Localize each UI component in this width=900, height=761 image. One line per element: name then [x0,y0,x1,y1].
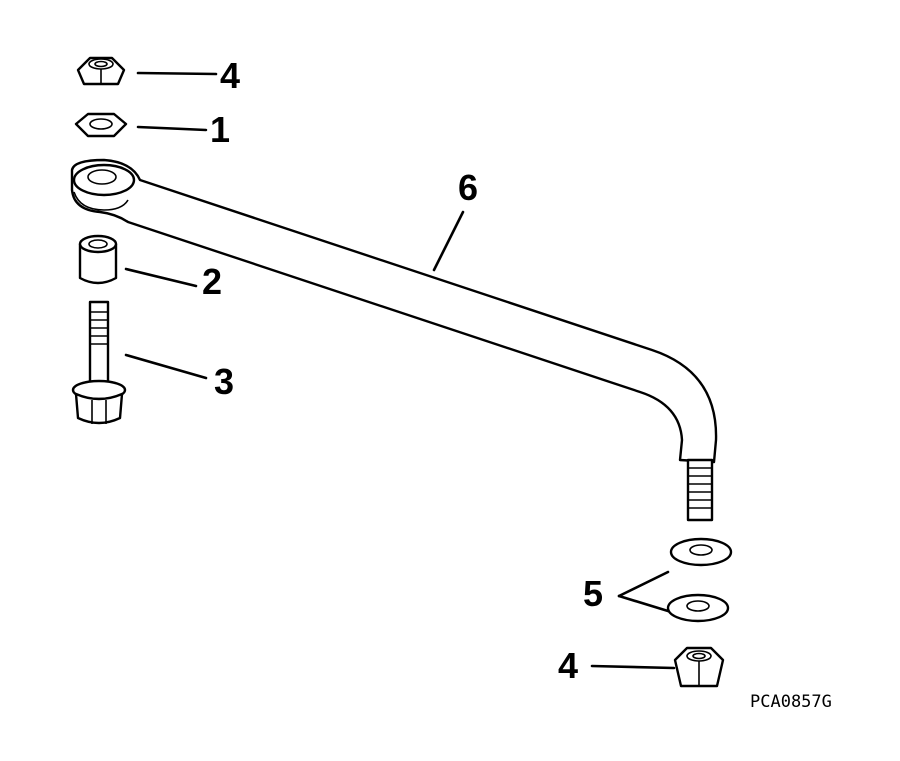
flange-bolt [71,300,127,425]
leader-lines [124,71,676,670]
bottom-washer-upper [669,537,733,567]
spacer-sleeve [78,234,118,285]
link-rod-threaded-end [686,458,714,522]
top-lock-nut [76,56,126,86]
callout-3-bolt: 3 [214,361,234,402]
callout-4-top-nut: 4 [220,55,240,96]
callout-5-washers: 5 [583,573,603,614]
callout-2-spacer: 2 [202,261,222,302]
callout-1-washer: 1 [210,109,230,150]
bottom-washer-lower [666,593,730,623]
bottom-lock-nut [673,646,725,688]
callout-4-bottom-nut: 4 [558,645,578,686]
top-washer [74,112,128,138]
callout-6-link-rod: 6 [458,167,478,208]
figure-code: PCA0857G [750,692,832,712]
link-rod [70,158,718,464]
